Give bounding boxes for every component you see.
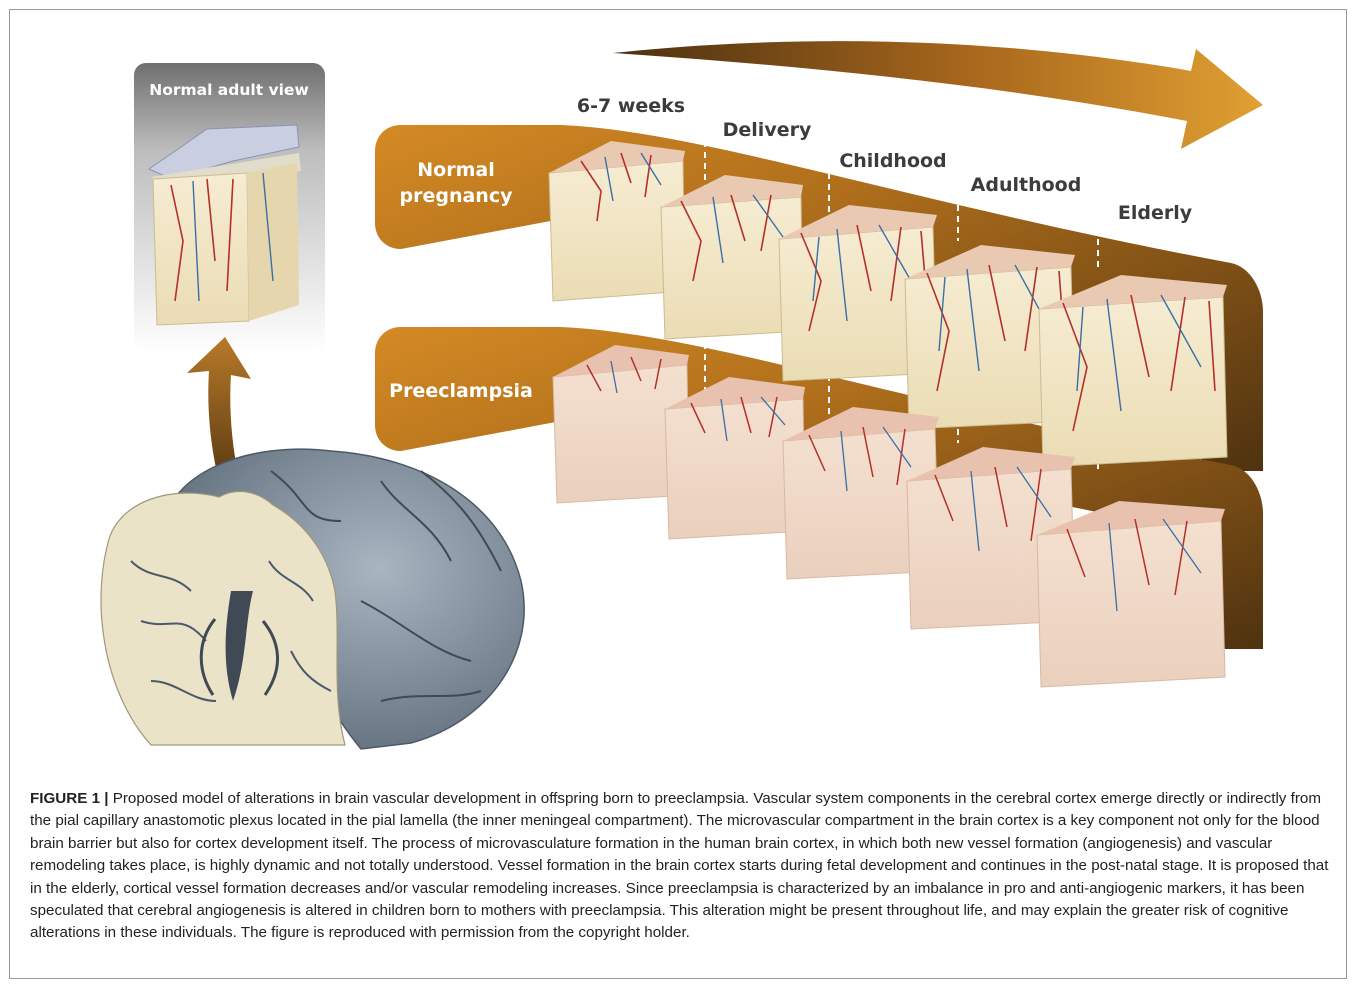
figure-caption: FIGURE 1 | Proposed model of alterations… (30, 788, 1340, 945)
stage-label-adulthood: Adulthood (971, 174, 1082, 196)
caption-text: Proposed model of alterations in brain v… (30, 790, 1328, 941)
figure-illustration: Normal adult view Normal pregnancy Preec… (10, 10, 1348, 780)
row-label-normal-1: Normal (417, 159, 494, 181)
stage-label-delivery: Delivery (723, 119, 812, 141)
stage-label-childhood: Childhood (839, 150, 946, 172)
row-label-preeclampsia: Preeclampsia (389, 380, 533, 402)
figure-label: FIGURE 1 | (30, 790, 109, 807)
row-label-normal-2: pregnancy (400, 185, 514, 207)
normal-adult-view-inset (134, 63, 325, 353)
inset-title: Normal adult view (149, 81, 309, 99)
block-normal-elderly (1039, 275, 1227, 467)
figure-frame: Normal adult view Normal pregnancy Preec… (9, 9, 1347, 979)
stage-label-elderly: Elderly (1118, 202, 1193, 224)
block-pre-elderly (1037, 501, 1225, 687)
time-arrow (613, 41, 1263, 149)
brain-illustration (101, 449, 524, 749)
stage-label-6-7-weeks: 6-7 weeks (577, 95, 685, 117)
